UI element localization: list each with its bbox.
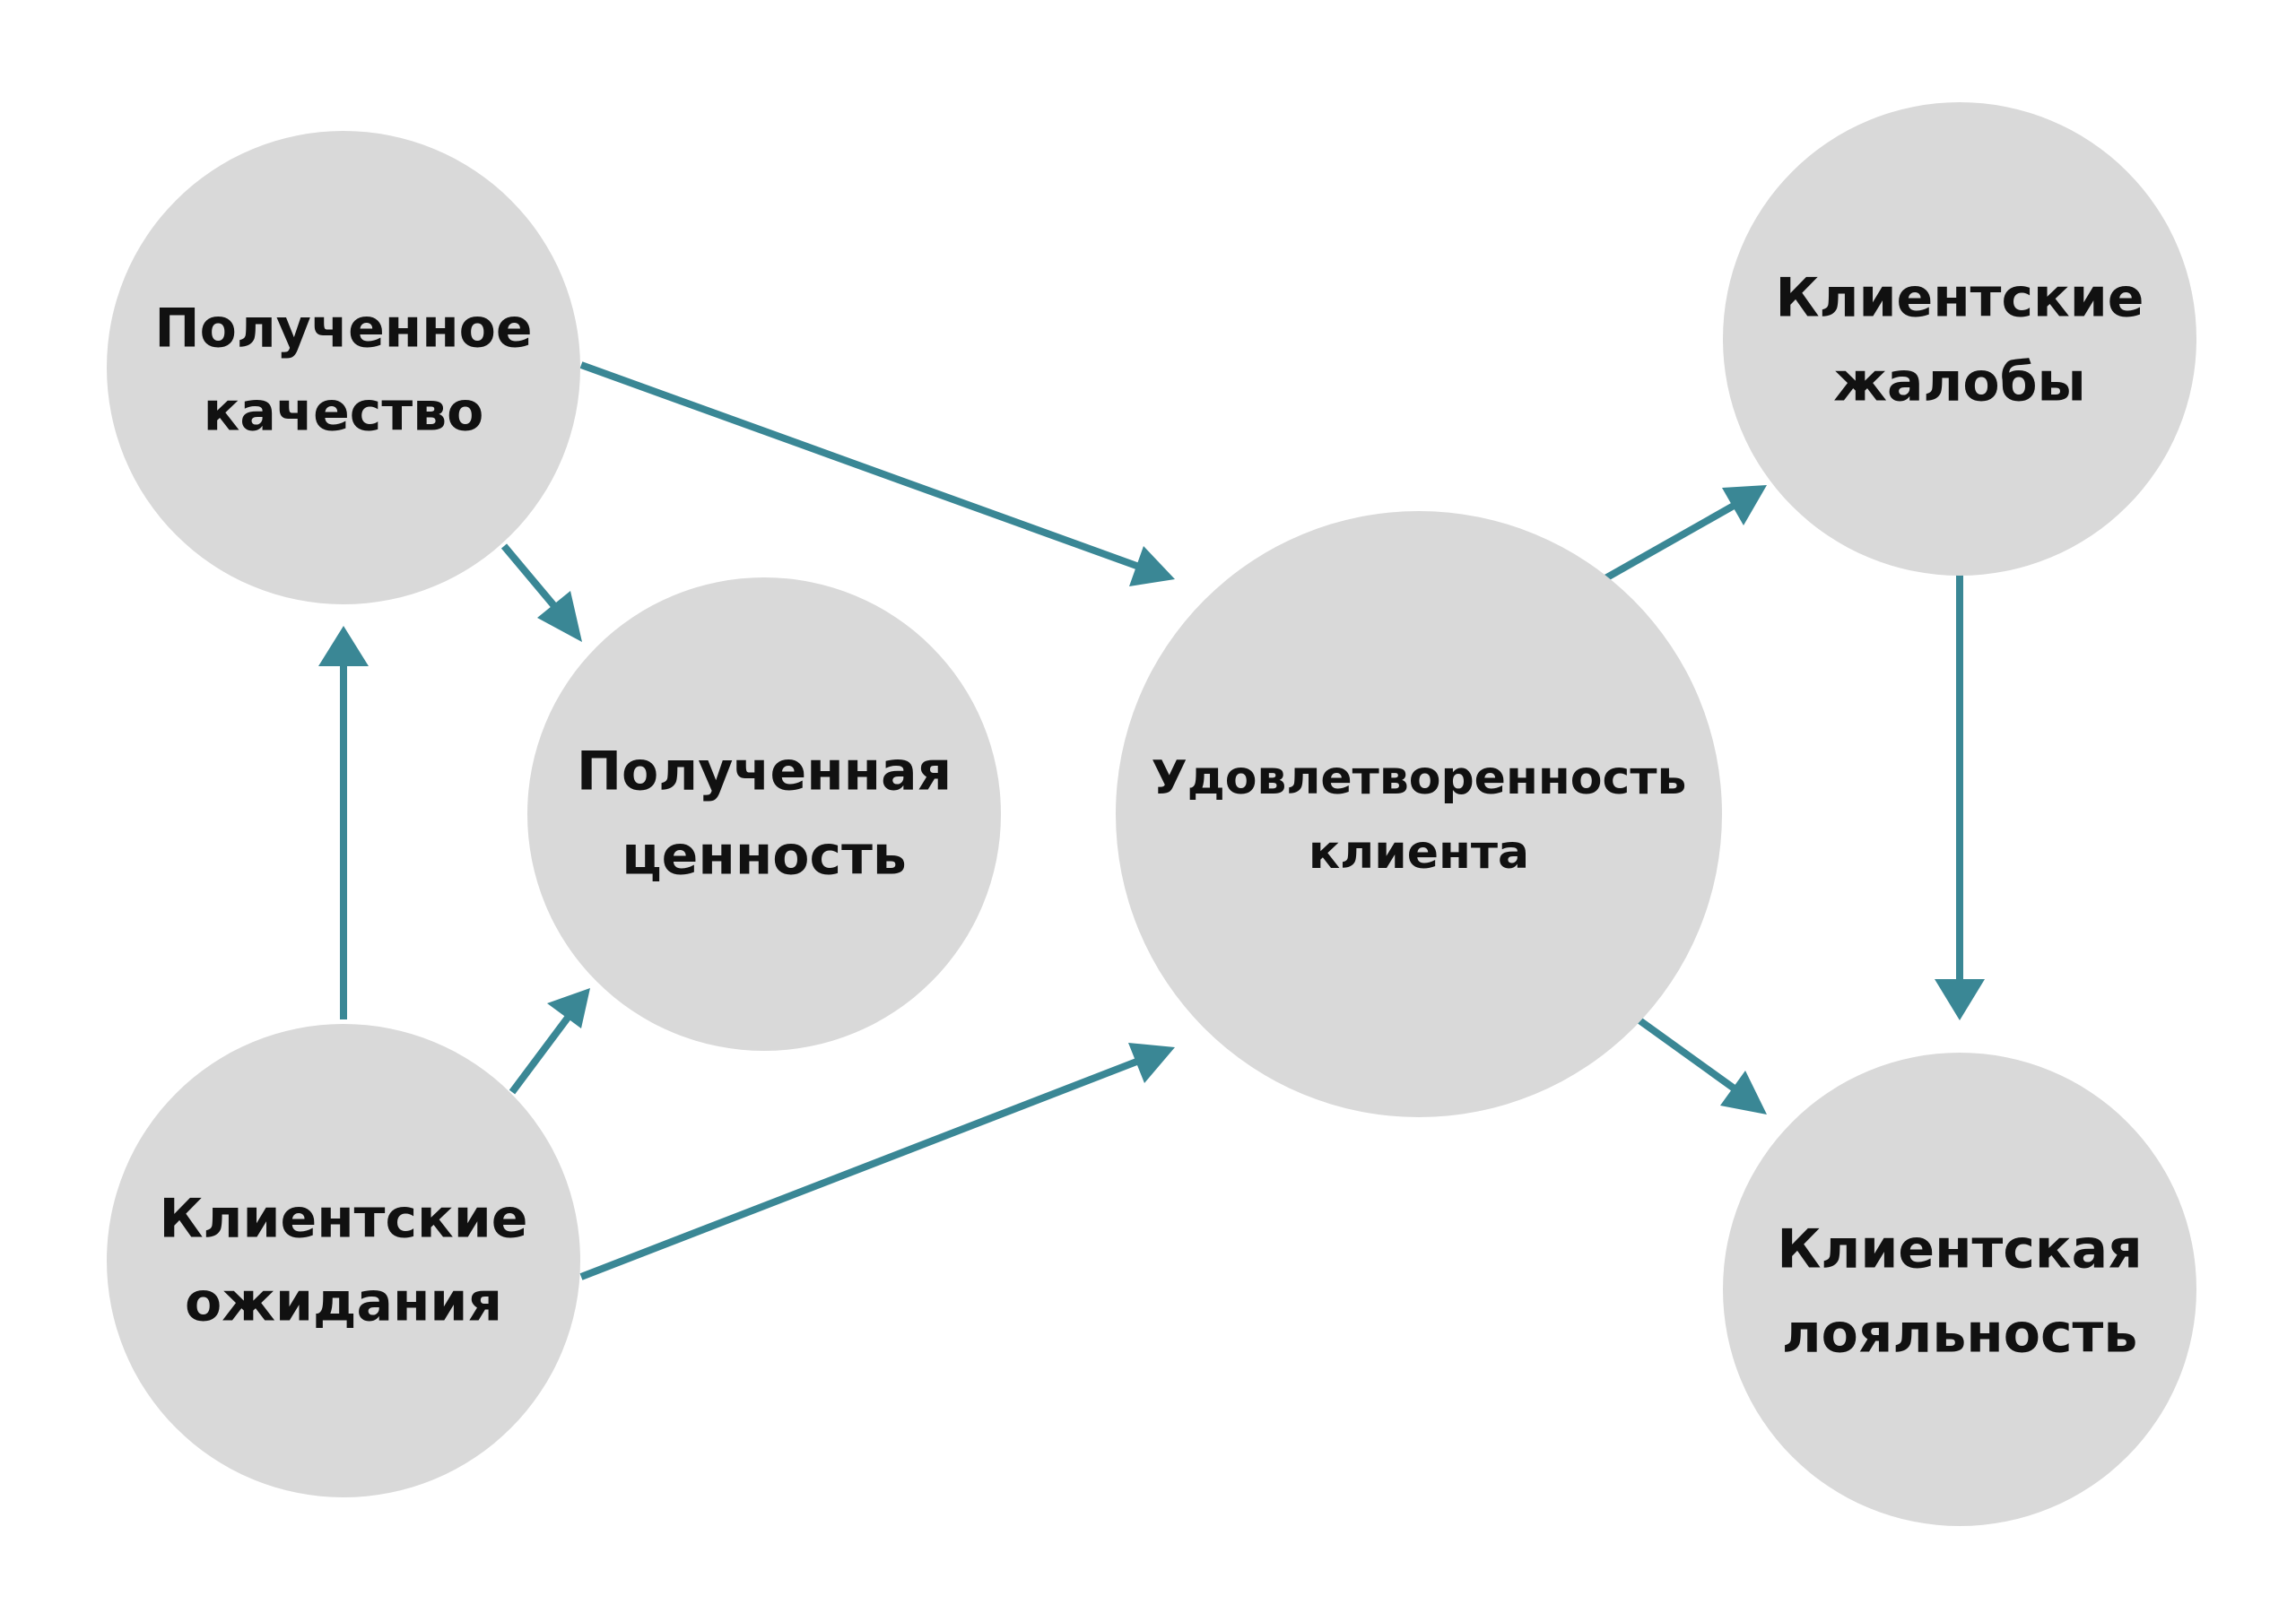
edge-expectations-to-quality — [318, 626, 369, 1019]
node-label-line1: Удовлетворенность — [1152, 751, 1687, 805]
edge-quality-to-satisfaction — [579, 361, 1175, 586]
nodes: Полученное качество Полученная ценность … — [107, 102, 2196, 1526]
node-label-line1: Клиентские — [160, 1188, 528, 1251]
arrowhead — [537, 591, 582, 642]
node-customer-loyalty: Клиентская лояльность — [1723, 1053, 2196, 1526]
node-label-line1: Полученная — [577, 741, 952, 803]
arrowhead — [318, 626, 369, 666]
node-label-line1: Клиентские — [1776, 267, 2144, 330]
arrowhead — [1128, 1043, 1175, 1083]
edges — [318, 361, 1985, 1280]
edge-expectations-to-value — [509, 988, 590, 1095]
edge-satisfaction-to-loyalty — [1637, 1017, 1767, 1115]
node-customer-expectations: Клиентские ожидания — [107, 1024, 580, 1497]
edge-quality-to-value — [500, 543, 582, 642]
edge-expectations-to-satisfaction — [579, 1043, 1175, 1280]
edge-complaints-to-loyalty — [1935, 574, 1985, 1020]
node-perceived-value: Полученная ценность — [527, 577, 1001, 1051]
node-label-line1: Полученное — [154, 298, 532, 360]
node-label-line2: лояльность — [1782, 1303, 2138, 1366]
arrowhead — [1129, 546, 1175, 586]
node-customer-complaints: Клиентские жалобы — [1723, 102, 2196, 576]
node-label-line2: ожидания — [185, 1271, 502, 1334]
node-perceived-quality: Полученное качество — [107, 131, 580, 604]
node-label-line2: жалобы — [1833, 351, 2086, 414]
arrowhead — [1720, 1071, 1767, 1115]
arrowhead — [547, 988, 590, 1028]
node-label-line2: клиента — [1309, 826, 1529, 880]
arrowhead — [1935, 979, 1985, 1020]
node-label-line2: ценность — [622, 825, 907, 888]
node-customer-satisfaction: Удовлетворенность клиента — [1116, 511, 1722, 1117]
node-label-line2: качество — [204, 381, 484, 444]
edge-satisfaction-to-complaints — [1604, 485, 1767, 582]
arrowhead — [1722, 485, 1767, 525]
node-label-line1: Клиентская — [1777, 1219, 2142, 1281]
